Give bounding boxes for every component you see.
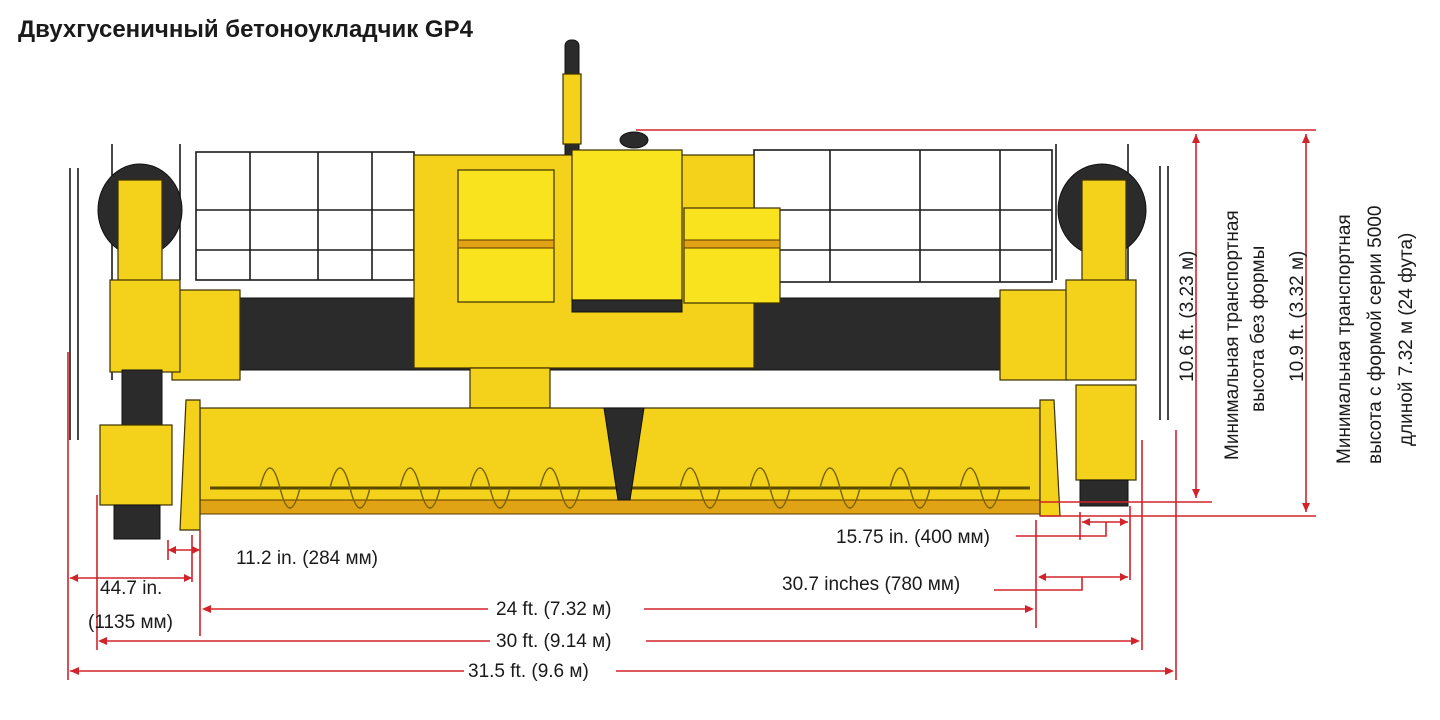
label-track-offset: 11.2 in. (284 мм) xyxy=(236,548,378,569)
engine-panel-left xyxy=(457,169,555,303)
right-track-unit xyxy=(1075,384,1137,481)
auger-flights xyxy=(259,467,1001,509)
right-leg-upper xyxy=(1081,179,1127,291)
center-divider xyxy=(603,407,645,501)
engine-stripe-left xyxy=(457,239,555,249)
frame-end-left xyxy=(171,289,241,381)
control-strip xyxy=(571,299,683,313)
center-support xyxy=(469,367,551,409)
left-leg-cylinder xyxy=(121,369,163,431)
side-plate-left xyxy=(179,399,201,531)
paver-machine xyxy=(69,39,1169,540)
label-height-no-form-line1: Минимальная транспортная xyxy=(1222,210,1243,460)
label-height-with-form-value: 10.9 ft. (3.32 м) xyxy=(1287,251,1308,382)
left-track-shoe xyxy=(113,504,161,540)
side-plate-right xyxy=(1039,399,1061,517)
label-overall-width-30: 30 ft. (9.14 м) xyxy=(496,631,612,652)
label-height-no-form-value: 10.6 ft. (3.23 м) xyxy=(1177,251,1198,382)
label-side-width-line2: (1135 мм) xyxy=(88,612,173,633)
page-title: Двухгусеничный бетоноукладчик GP4 xyxy=(18,16,473,43)
label-height-with-form-line3: длиной 7.32 м (24 фута) xyxy=(1396,233,1417,446)
dimension-labels: 11.2 in. (284 мм) 44.7 in. (1135 мм) 24 … xyxy=(88,206,1417,682)
label-height-with-form-line2: высота с формой серии 5000 xyxy=(1365,206,1386,464)
label-height-with-form-line1: Минимальная транспортная xyxy=(1334,214,1355,464)
left-leg-housing xyxy=(109,279,181,373)
label-track-width-307: 30.7 inches (780 мм) xyxy=(782,574,960,595)
label-side-width-line1: 44.7 in. xyxy=(100,578,162,599)
auger-spreader xyxy=(179,399,1061,531)
dimension-lines xyxy=(67,129,1316,680)
label-pan-width: 24 ft. (7.32 м) xyxy=(496,599,612,620)
label-overall-width-315: 31.5 ft. (9.6 м) xyxy=(468,661,589,682)
fuel-cap xyxy=(619,131,649,149)
beacon-light xyxy=(562,73,582,145)
label-track-width-1575: 15.75 in. (400 мм) xyxy=(836,527,990,548)
left-leg-upper xyxy=(117,179,163,291)
engine-center-panel xyxy=(571,149,683,301)
engine-panel-right xyxy=(683,207,781,304)
label-height-no-form-line2: высота без формы xyxy=(1248,246,1269,412)
left-track-unit xyxy=(99,424,173,506)
engine-stripe-right xyxy=(683,239,781,249)
right-leg-housing xyxy=(1065,279,1137,381)
frame-end-right xyxy=(999,289,1069,381)
